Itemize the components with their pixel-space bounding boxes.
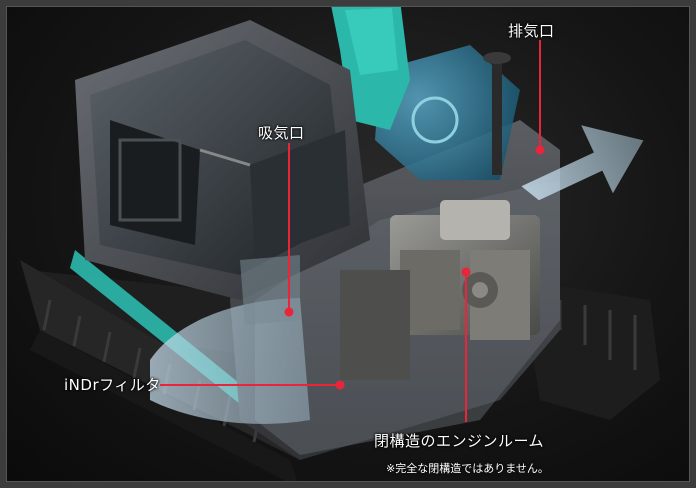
exhaust-marker <box>535 145 545 155</box>
intake-label: 吸気口 <box>258 124 305 142</box>
filter-label: iNDrフィルタ <box>64 376 161 394</box>
intake-airflow-shape <box>150 298 310 424</box>
exhaust-airflow-arrow <box>521 125 644 201</box>
callout-markers <box>284 145 545 390</box>
footnote: ※完全な閉構造ではありません。 <box>386 462 549 475</box>
filter-marker <box>335 380 345 390</box>
intake-cover <box>240 255 300 325</box>
enclosure-label: 閉構造のエンジンルーム <box>374 432 545 450</box>
intake-marker <box>284 307 294 317</box>
callout-lines <box>160 40 541 422</box>
hydraulic-tank <box>375 45 520 180</box>
exhaust-label: 排気口 <box>508 22 555 40</box>
operator-cab <box>75 20 370 300</box>
enclosure-marker <box>461 267 471 277</box>
exhaust-pipe <box>483 52 511 175</box>
